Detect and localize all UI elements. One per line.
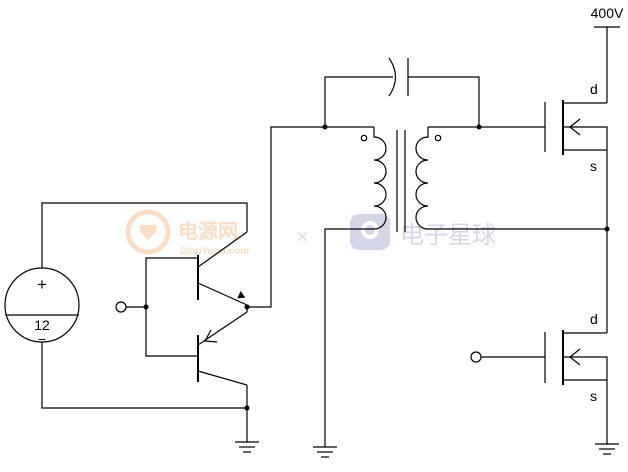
ground-symbol: [313, 446, 337, 458]
body-lead: [563, 356, 608, 380]
wire-primary-return: [324, 228, 374, 447]
primary-winding: [373, 127, 387, 230]
supply-voltage-label: 400V: [591, 5, 624, 21]
secondary-winding: [415, 127, 429, 230]
source-minus: −: [38, 331, 46, 347]
high-source-label: s: [590, 158, 597, 174]
mosfet-high-side: d s: [544, 81, 608, 174]
capacitor-curved-plate: [388, 57, 397, 97]
secondary-polarity-dot: [434, 134, 442, 142]
ground-symbol: [595, 443, 619, 455]
input-terminal[interactable]: [115, 301, 127, 313]
watermark-dianyuan-brand: 电源网: [178, 220, 238, 243]
pnp-collector: [197, 370, 248, 386]
wire-base-drive: [145, 257, 198, 357]
body-lead: [563, 126, 608, 150]
mosfet-low-side: d s: [470, 311, 608, 404]
watermark-separator: ×: [296, 224, 309, 249]
pnp-transistor: [197, 311, 248, 386]
body-arrow: [569, 118, 581, 136]
coupling-capacitor: [324, 57, 480, 127]
primary-polarity-dot: [360, 134, 368, 142]
plug-icon: [140, 225, 156, 240]
ground-symbol: [235, 441, 259, 453]
junction-dot: [604, 226, 610, 232]
watermark-dianyuan: 电源网 DianYuan.com: [125, 209, 249, 257]
junction-dot: [244, 405, 250, 411]
source-plus: +: [37, 275, 47, 294]
supply-400v: 400V: [591, 5, 624, 103]
voltage-source-12: + 12 −: [4, 267, 80, 347]
watermark-dianzixingqiu: 电子星球: [350, 214, 496, 250]
npn-transistor: [197, 231, 248, 306]
dianyuan-logo-icon: [125, 209, 171, 255]
npn-collector: [197, 231, 248, 268]
low-gate-terminal[interactable]: [470, 351, 482, 363]
watermark-dianzixingqiu-brand: 电子星球: [400, 222, 496, 249]
low-drain-label: d: [590, 311, 598, 327]
low-source-label: s: [590, 388, 597, 404]
gate-drive-transformer: [324, 126, 607, 447]
junction-dot: [476, 124, 482, 130]
wire-positive-rail: [41, 202, 248, 268]
watermark-dianyuan-url: DianYuan.com: [180, 246, 249, 257]
source-value-label: 12: [34, 317, 50, 333]
pnp-arrow: [204, 329, 218, 343]
npn-emitter: [197, 282, 248, 306]
wire-drive-output: [247, 126, 360, 308]
robot-logo-icon: [350, 214, 390, 250]
high-drain-label: d: [590, 81, 598, 97]
npn-arrow: [237, 291, 246, 299]
watermark-separator-text: ×: [296, 224, 309, 249]
junction-dot: [143, 304, 149, 310]
body-arrow: [569, 348, 581, 366]
wire-negative-rail: [41, 342, 247, 409]
